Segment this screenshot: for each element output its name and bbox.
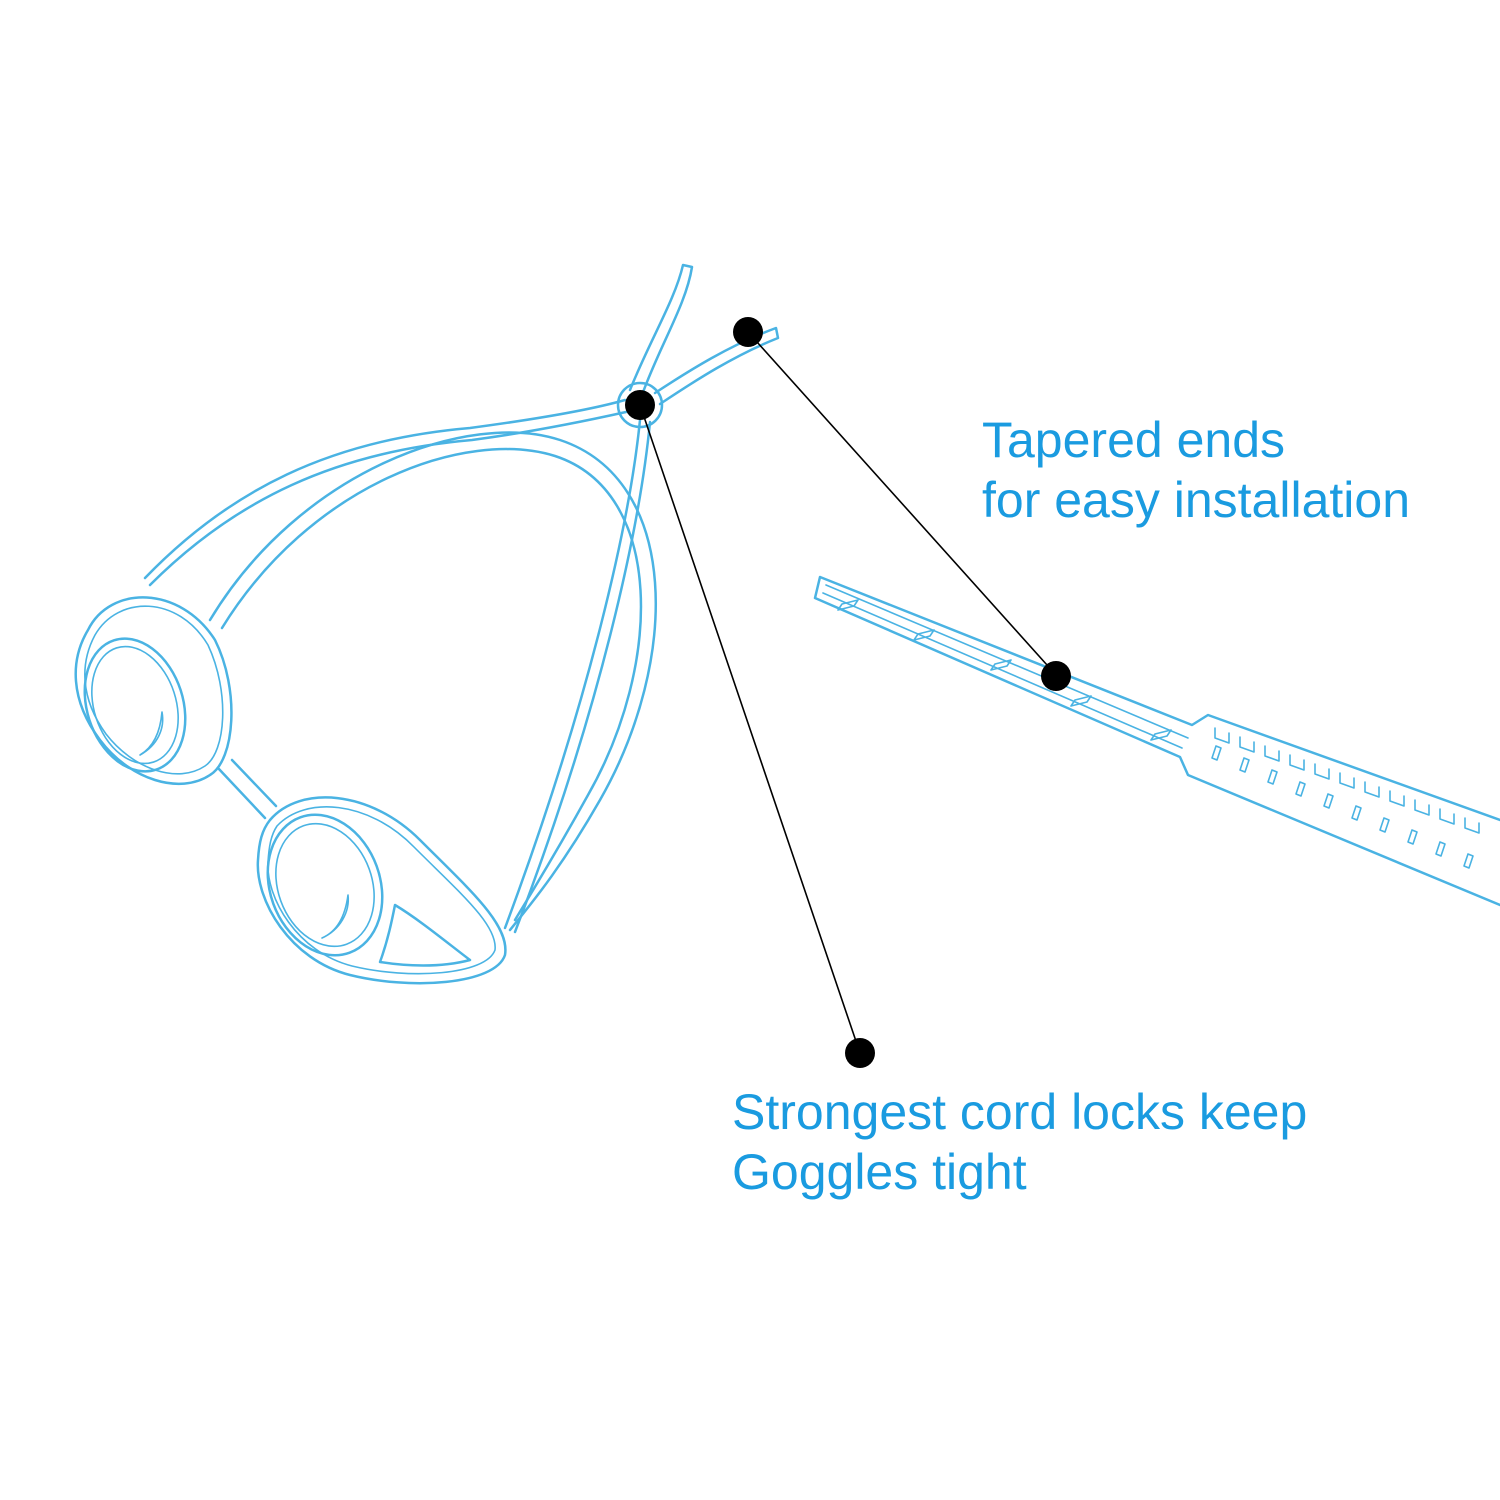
tapered-leader-line bbox=[747, 331, 1057, 676]
strap-narrow-section bbox=[813, 575, 1500, 907]
right-lens-shine bbox=[321, 894, 349, 939]
callout-leaders bbox=[625, 317, 1071, 1068]
left-lens-glass-inner bbox=[91, 645, 179, 765]
tapered-ends-line2: for easy installation bbox=[982, 472, 1411, 528]
cordlock-leader-line bbox=[639, 404, 861, 1054]
cord-locks-line1: Strongest cord locks keep bbox=[732, 1084, 1308, 1140]
tapered-leader-dot-top bbox=[733, 317, 763, 347]
right-lens-glass-inner bbox=[275, 822, 375, 948]
left-lens-shell-inner bbox=[84, 605, 224, 775]
strap-narrow-slots bbox=[837, 599, 1172, 741]
cord-lock-ring bbox=[616, 381, 664, 429]
tapered-strap-icon bbox=[813, 575, 1500, 907]
strap-tail-right bbox=[653, 326, 780, 406]
upper-strap-band bbox=[143, 398, 628, 587]
strap-tail-vertical bbox=[628, 263, 694, 397]
cord-locks-line2: Goggles tight bbox=[732, 1144, 1027, 1200]
nose-bridge bbox=[216, 758, 278, 820]
left-lens-shine bbox=[139, 711, 164, 756]
strap-wide-slots bbox=[1211, 745, 1474, 869]
cordlock-leader-dot-bottom bbox=[845, 1038, 875, 1068]
tapered-leader-dot-strap bbox=[1041, 661, 1071, 691]
headband-outer-arc bbox=[208, 431, 657, 932]
right-lens-glass bbox=[266, 813, 384, 957]
lower-strap-band bbox=[503, 418, 652, 934]
left-lens-glass bbox=[83, 637, 187, 773]
tapered-ends-line1: Tapered ends bbox=[982, 412, 1286, 468]
left-lens-shell bbox=[74, 596, 233, 785]
right-lens-shell bbox=[256, 796, 507, 985]
cordlock-leader-dot-top bbox=[625, 390, 655, 420]
cord-locks-callout: Strongest cord locks keep Goggles tight bbox=[732, 1082, 1307, 1202]
strap-wide-teeth bbox=[1214, 727, 1480, 834]
headband-inner-arc bbox=[220, 447, 643, 922]
right-lens-wing bbox=[378, 903, 472, 967]
tapered-ends-callout: Tapered ends for easy installation bbox=[982, 410, 1410, 530]
swim-goggles-icon bbox=[74, 263, 780, 985]
